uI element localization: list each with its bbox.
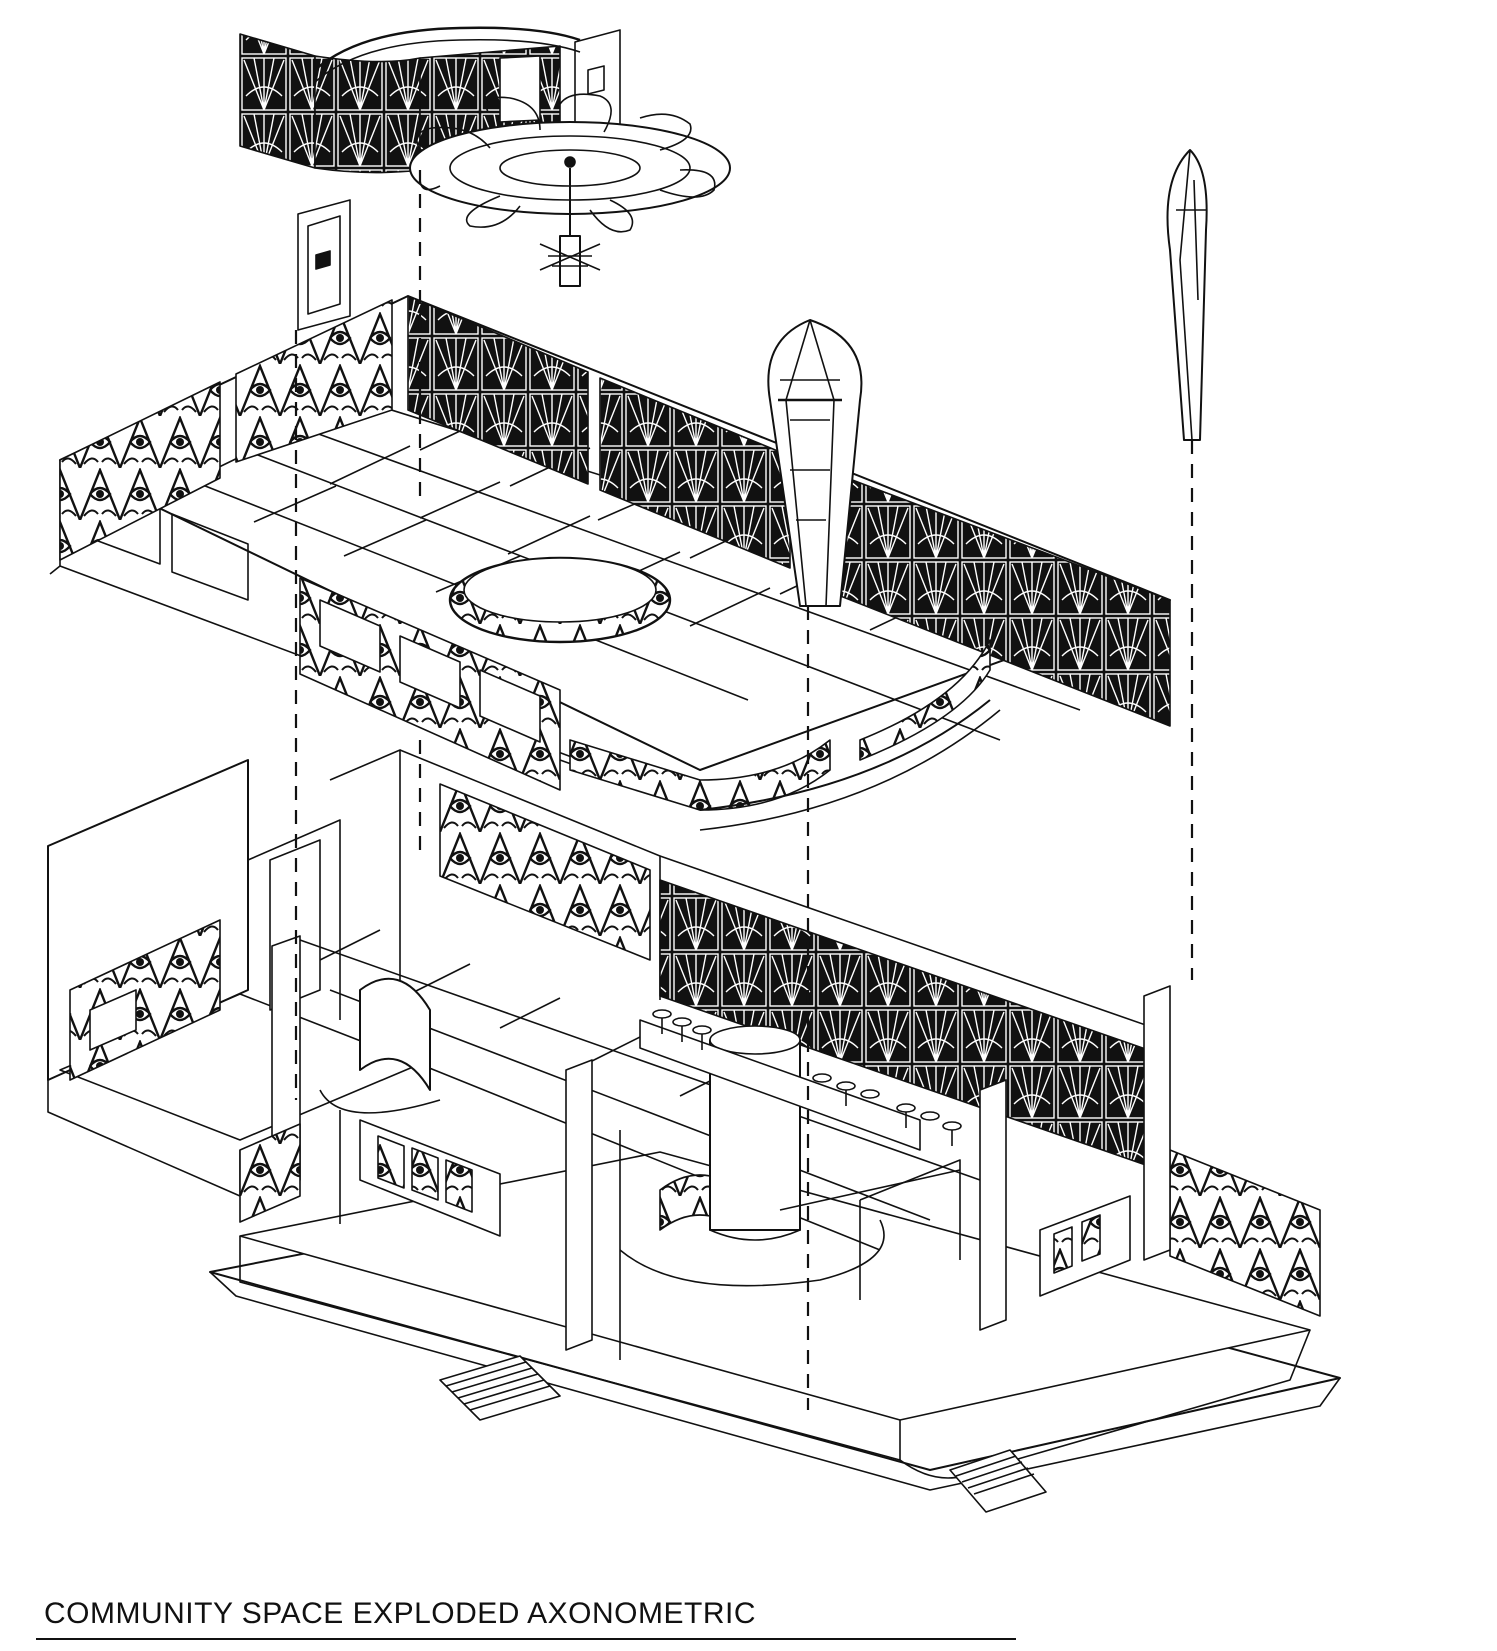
ground-back-wall bbox=[659, 855, 1321, 1317]
pendant-lamp-icon bbox=[767, 319, 863, 607]
bar-stool-icon bbox=[639, 1009, 962, 1151]
ground-left-room bbox=[47, 749, 661, 1197]
mezzanine-front-railing bbox=[299, 577, 1001, 831]
explosion-guide-lines bbox=[294, 170, 1194, 1410]
chandelier-icon bbox=[409, 93, 731, 287]
mezzanine-back-railing bbox=[59, 295, 1171, 727]
drawing-caption: COMMUNITY SPACE EXPLODED AXONOMETRIC bbox=[44, 1597, 756, 1630]
ground-front-railing bbox=[239, 1110, 1131, 1360]
mezzanine-oval-railing bbox=[448, 556, 672, 644]
ground-floor-slab bbox=[209, 1151, 1341, 1491]
caption-underline bbox=[36, 1638, 1016, 1640]
wall-sconce-icon bbox=[1166, 149, 1208, 441]
entry-stairs bbox=[439, 1355, 1047, 1513]
